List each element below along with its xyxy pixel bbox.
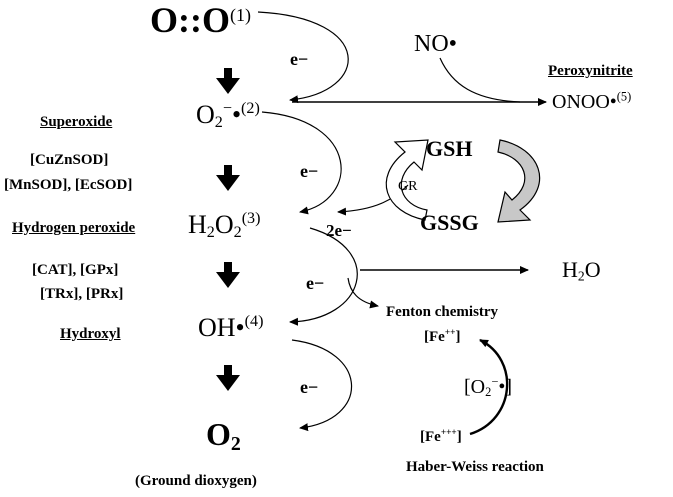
label-ferrous-iron: [Fe++] bbox=[424, 328, 461, 345]
down-arrow-4 bbox=[216, 365, 240, 391]
electron-label-3: e− bbox=[306, 273, 325, 293]
species-hydrogen-peroxide: H2O2(3) bbox=[188, 210, 261, 242]
down-arrow-3 bbox=[216, 262, 240, 288]
fenton-arrow bbox=[347, 277, 379, 309]
species-gssg: GSSG bbox=[420, 210, 479, 235]
electron-curve-1 bbox=[257, 11, 349, 104]
label-hydroxyl: Hydroxyl bbox=[60, 326, 121, 342]
label-ferric-iron: [Fe+++] bbox=[420, 428, 462, 445]
label-haber-weiss: Haber-Weiss reaction bbox=[406, 459, 544, 475]
gsh-cycle-arrow-left bbox=[385, 139, 429, 221]
species-superoxide: O2−•(2) bbox=[196, 100, 260, 132]
label-hydrogen-peroxide: Hydrogen peroxide bbox=[12, 220, 136, 236]
species-nitric-oxide: NO• bbox=[414, 31, 458, 57]
label-ground-dioxygen: (Ground dioxygen) bbox=[135, 473, 257, 489]
label-superoxide-enzymes-2: [MnSOD], [EcSOD] bbox=[4, 177, 133, 193]
electron-curve-4 bbox=[291, 339, 353, 432]
haber-weiss-arrow bbox=[469, 338, 509, 436]
label-superoxide-bracket: [O2−•] bbox=[464, 374, 512, 400]
species-gsh: GSH bbox=[426, 136, 473, 161]
label-h2o2-enzymes-1: [CAT], [GPx] bbox=[32, 262, 119, 278]
species-peroxynitrite: ONOO•(5) bbox=[552, 89, 632, 113]
gsh-cycle-arrow-right bbox=[497, 139, 541, 223]
down-arrow-2 bbox=[216, 165, 240, 191]
species-water: H2O bbox=[562, 257, 601, 284]
electron-label-2: e− bbox=[300, 161, 319, 181]
label-h2o2-enzymes-2: [TRx], [PRx] bbox=[40, 286, 124, 302]
label-peroxynitrite: Peroxynitrite bbox=[548, 63, 633, 79]
species-hydroxyl: OH•(4) bbox=[198, 313, 264, 342]
label-superoxide-enzymes-1: [CuZnSOD] bbox=[30, 152, 109, 168]
electron-label-4: e− bbox=[300, 377, 319, 397]
label-superoxide: Superoxide bbox=[40, 114, 113, 130]
species-ground-dioxygen: O2 bbox=[206, 416, 241, 455]
gr-arrow bbox=[337, 184, 409, 216]
electron-curve-3 bbox=[289, 227, 358, 326]
electron-curve-2 bbox=[261, 111, 342, 215]
label-fenton-chemistry: Fenton chemistry bbox=[386, 304, 499, 320]
down-arrow-1 bbox=[216, 68, 240, 94]
electron-label-1: e− bbox=[290, 49, 309, 69]
label-glutathione-reductase: GR bbox=[398, 179, 418, 194]
species-dioxygen: O::O(1) bbox=[150, 0, 251, 40]
no-curve bbox=[439, 57, 521, 103]
electron-label-2e: 2e− bbox=[326, 221, 352, 240]
